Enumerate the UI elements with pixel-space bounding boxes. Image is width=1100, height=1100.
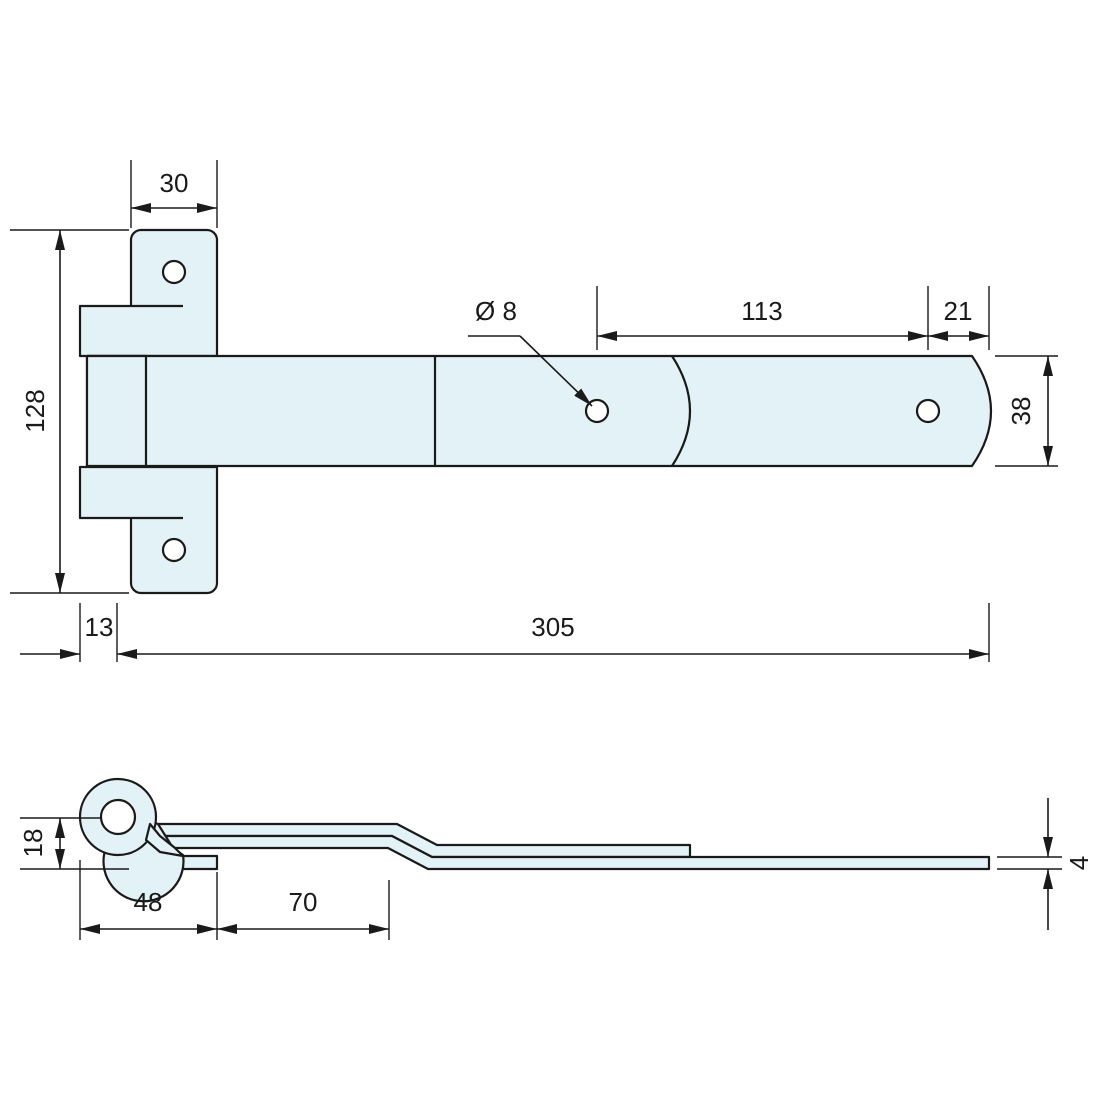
strap-step-curve: [671, 355, 692, 467]
dim-label-strap-length: 305: [531, 612, 574, 642]
dim-hole-spacing: 113: [596, 286, 929, 350]
dim-label-strap-width: 38: [1006, 397, 1036, 426]
dim-overall-height: 128: [10, 229, 129, 594]
side-knuckle-tail: [144, 822, 185, 858]
dim-label-plate-width: 30: [160, 168, 189, 198]
dim-label-knuckle-height: 18: [18, 829, 48, 858]
knuckle: [85, 354, 148, 468]
side-knuckle-pin-hole: [99, 798, 137, 836]
dim-knuckle-length: 48: [79, 860, 218, 940]
dim-label-overall-height: 128: [20, 389, 50, 432]
dim-label-hole-spacing: 113: [741, 296, 782, 326]
dim-hole-end-offset: 21: [928, 286, 990, 350]
dim-knuckle-offset: 13: [20, 603, 118, 662]
dim-label-hole-end-offset: 21: [944, 296, 973, 326]
strap-hole-outer: [915, 398, 941, 424]
plate-hole-top: [161, 259, 187, 285]
plate-hole-bottom: [161, 537, 187, 563]
dim-label-thickness: 4: [1064, 856, 1094, 870]
dim-offset-length: 70: [217, 880, 390, 940]
dim-label-knuckle-offset: 13: [85, 612, 114, 642]
top-view: [78, 228, 993, 595]
dim-label-offset-length: 70: [289, 887, 318, 917]
dim-hole-diameter: Ø 8: [468, 296, 593, 407]
side-strap: [158, 834, 991, 871]
dim-label-hole-diameter: Ø 8: [475, 296, 517, 326]
dim-thickness: 4: [997, 798, 1094, 930]
dim-label-knuckle-length: 48: [134, 887, 163, 917]
dim-strap-length: 305: [117, 603, 990, 662]
dim-knuckle-height: 18: [18, 817, 129, 870]
side-view: [78, 777, 991, 903]
strap-body: [85, 354, 993, 468]
dim-strap-width: 38: [995, 355, 1058, 467]
dim-plate-width: 30: [130, 160, 218, 228]
